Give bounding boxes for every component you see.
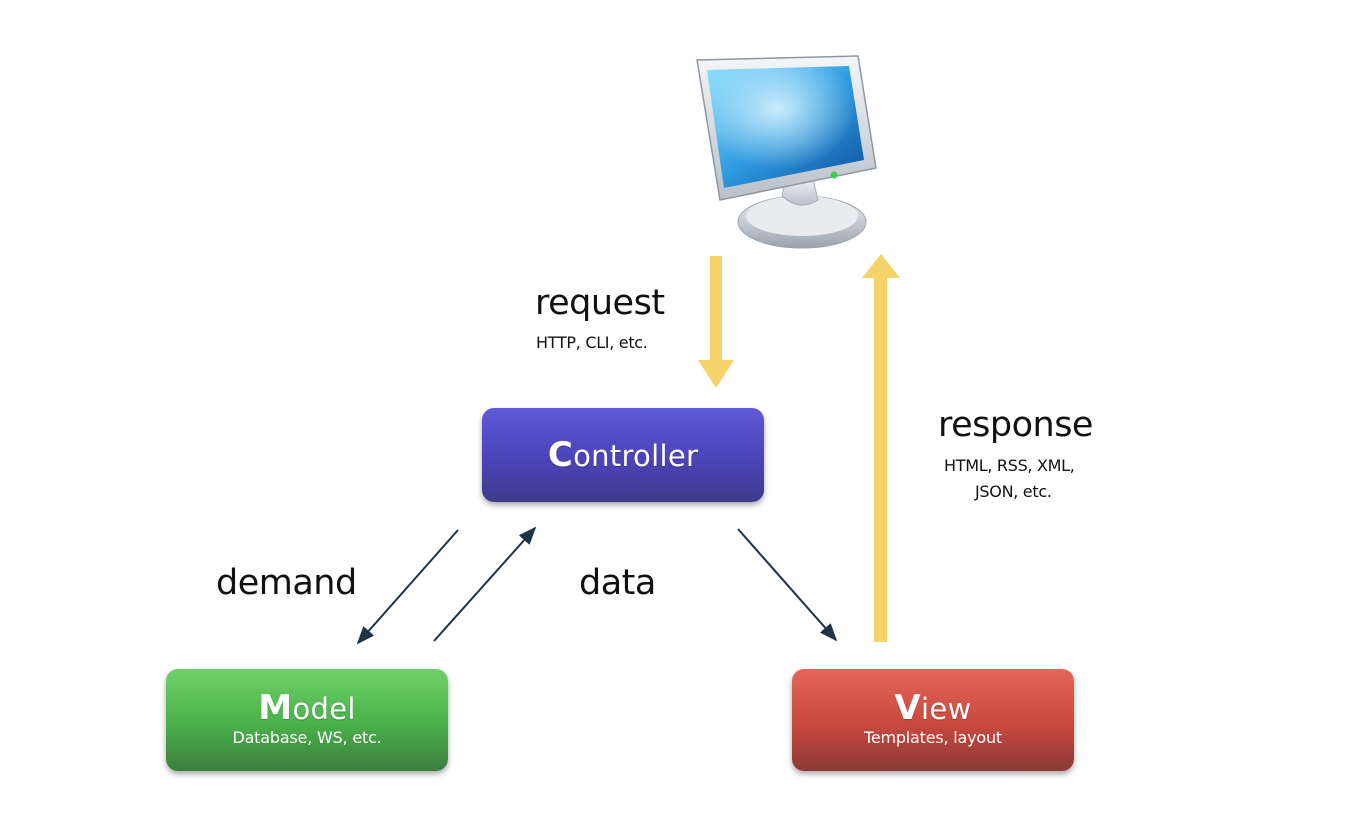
view-box: View Templates, layout [792,669,1074,771]
request-label: request [535,283,665,323]
view-subtitle: Templates, layout [863,728,1003,747]
demand-arrow [356,529,459,645]
model-box: Model Database, WS, etc. [166,669,448,771]
computer-monitor-icon [696,55,877,249]
response-label: response [938,405,1093,445]
controller-title: Controller [547,435,699,475]
response-sublabel-line-1: HTML, RSS, XML, [944,456,1075,475]
controller-to-view-arrow [737,528,838,642]
data-return-arrow [433,526,537,642]
demand-label: demand [216,563,357,603]
controller-box: Controller [482,408,764,502]
request-arrow [698,256,734,388]
model-title: Model [258,688,356,728]
view-title: View [894,688,972,728]
request-sublabel: HTTP, CLI, etc. [536,333,648,352]
model-subtitle: Database, WS, etc. [232,728,382,747]
response-sublabel-line-2: JSON, etc. [975,482,1052,501]
response-arrow [862,254,900,642]
data-label: data [579,563,656,603]
